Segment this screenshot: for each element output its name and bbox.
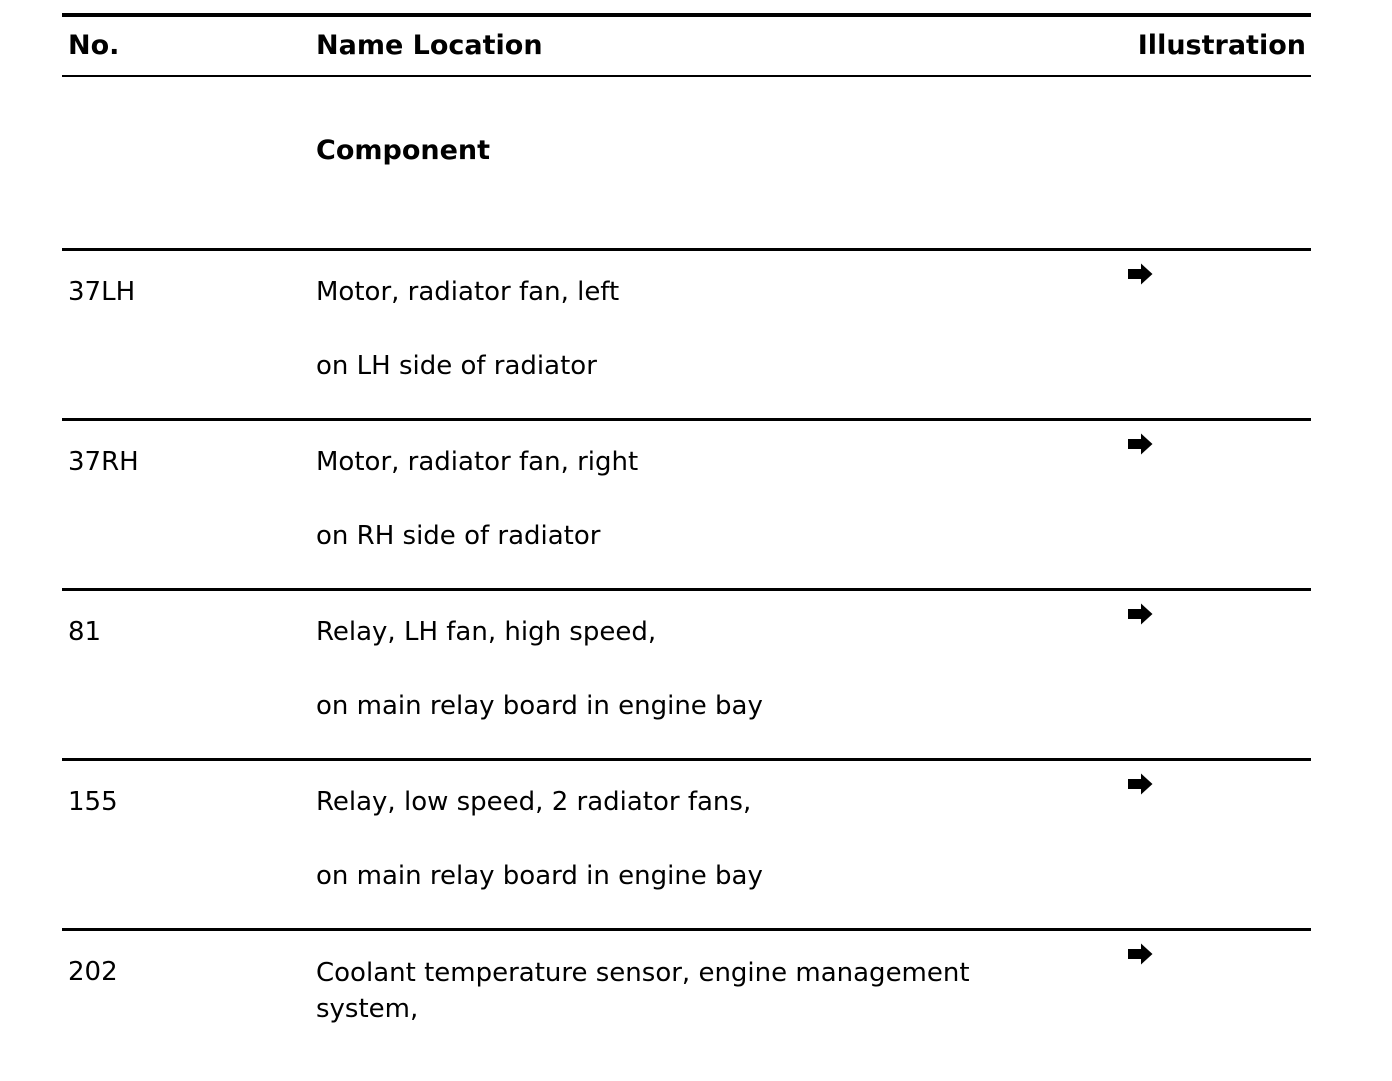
row-number: 81 <box>68 617 102 647</box>
row-number: 37LH <box>68 277 136 307</box>
row-divider-2 <box>62 588 1311 591</box>
arrow-right-icon <box>1128 943 1153 965</box>
row-location: on main relay board in engine bay <box>316 691 763 721</box>
table-row: 202 Coolant temperature sensor, engine m… <box>62 931 1311 1081</box>
row-divider-1 <box>62 418 1311 421</box>
row-name: Motor, radiator fan, right <box>316 447 639 477</box>
table-top-rule <box>62 13 1311 17</box>
row-name: Relay, LH fan, high speed, <box>316 617 657 647</box>
row-illustration-cell <box>1128 433 1311 473</box>
component-subheading: Component <box>316 135 491 166</box>
component-index-table: No. Name Location Illustration Component… <box>62 13 1311 1081</box>
arrow-right-icon <box>1128 603 1153 625</box>
row-illustration-cell <box>1128 603 1311 643</box>
arrow-right-icon <box>1128 433 1153 455</box>
row-number: 155 <box>68 787 118 817</box>
row-description: Coolant temperature sensor, engine manag… <box>316 955 1076 1027</box>
row-description: Motor, radiator fan, right on RH side of… <box>316 445 1076 553</box>
header-bottom-rule <box>62 75 1311 77</box>
column-header-no: No. <box>68 30 120 61</box>
row-number: 202 <box>68 957 118 987</box>
row-location: on main relay board in engine bay <box>316 861 763 891</box>
row-name: Coolant temperature sensor, engine manag… <box>316 958 970 1024</box>
arrow-right-icon <box>1128 773 1153 795</box>
row-location: on LH side of radiator <box>316 351 597 381</box>
table-row: 37LH Motor, radiator fan, left on LH sid… <box>62 251 1311 418</box>
row-description: Relay, low speed, 2 radiator fans, on ma… <box>316 785 1076 893</box>
row-divider-0 <box>62 248 1311 251</box>
row-number: 37RH <box>68 447 139 477</box>
row-illustration-cell <box>1128 773 1311 813</box>
column-header-name-location: Name Location <box>316 30 543 61</box>
table-row: 37RH Motor, radiator fan, right on RH si… <box>62 421 1311 588</box>
row-name: Relay, low speed, 2 radiator fans, <box>316 787 752 817</box>
row-illustration-cell <box>1128 263 1311 303</box>
table-row: 81 Relay, LH fan, high speed, on main re… <box>62 591 1311 758</box>
component-subheading-band: Component <box>62 77 1311 248</box>
row-description: Relay, LH fan, high speed, on main relay… <box>316 615 1076 723</box>
row-description: Motor, radiator fan, left on LH side of … <box>316 275 1076 383</box>
arrow-right-icon <box>1128 263 1153 285</box>
table-header-row: No. Name Location Illustration <box>62 17 1311 75</box>
row-name: Motor, radiator fan, left <box>316 277 620 307</box>
row-illustration-cell <box>1128 943 1311 983</box>
column-header-illustration: Illustration <box>1137 30 1306 61</box>
row-divider-4 <box>62 928 1311 931</box>
table-row: 155 Relay, low speed, 2 radiator fans, o… <box>62 761 1311 928</box>
row-divider-3 <box>62 758 1311 761</box>
row-location: on RH side of radiator <box>316 521 601 551</box>
